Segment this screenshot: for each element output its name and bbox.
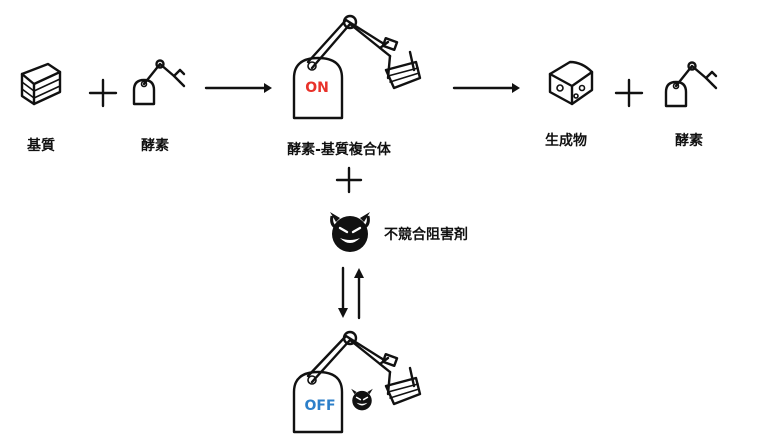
robot-arm-icon-right [664,61,718,108]
devil-face-icon [330,212,370,252]
cheese-icon [548,60,594,106]
status-on: ON [305,80,329,96]
robot-arm-on-icon [292,14,422,120]
plus-icon-3 [335,166,363,194]
cake-slice-icon [20,62,62,106]
complex-label: 酵素-基質複合体 [287,142,391,158]
enzyme-label-right: 酵素 [675,133,703,149]
plus-icon [88,78,118,108]
status-off: OFF [304,398,336,414]
robot-arm-off-icon [292,330,422,434]
equilibrium-arrows-icon [338,266,364,320]
robot-arm-icon [132,59,186,106]
right-arrow-icon-2 [452,83,520,93]
plus-icon-2 [614,78,644,108]
right-arrow-icon [204,83,272,93]
enzyme-label-left: 酵素 [141,138,169,154]
devil-face-small-icon [351,388,373,411]
substrate-label: 基質 [27,138,55,154]
product-label: 生成物 [545,133,587,149]
inhibitor-label: 不競合阻害剤 [384,227,468,243]
